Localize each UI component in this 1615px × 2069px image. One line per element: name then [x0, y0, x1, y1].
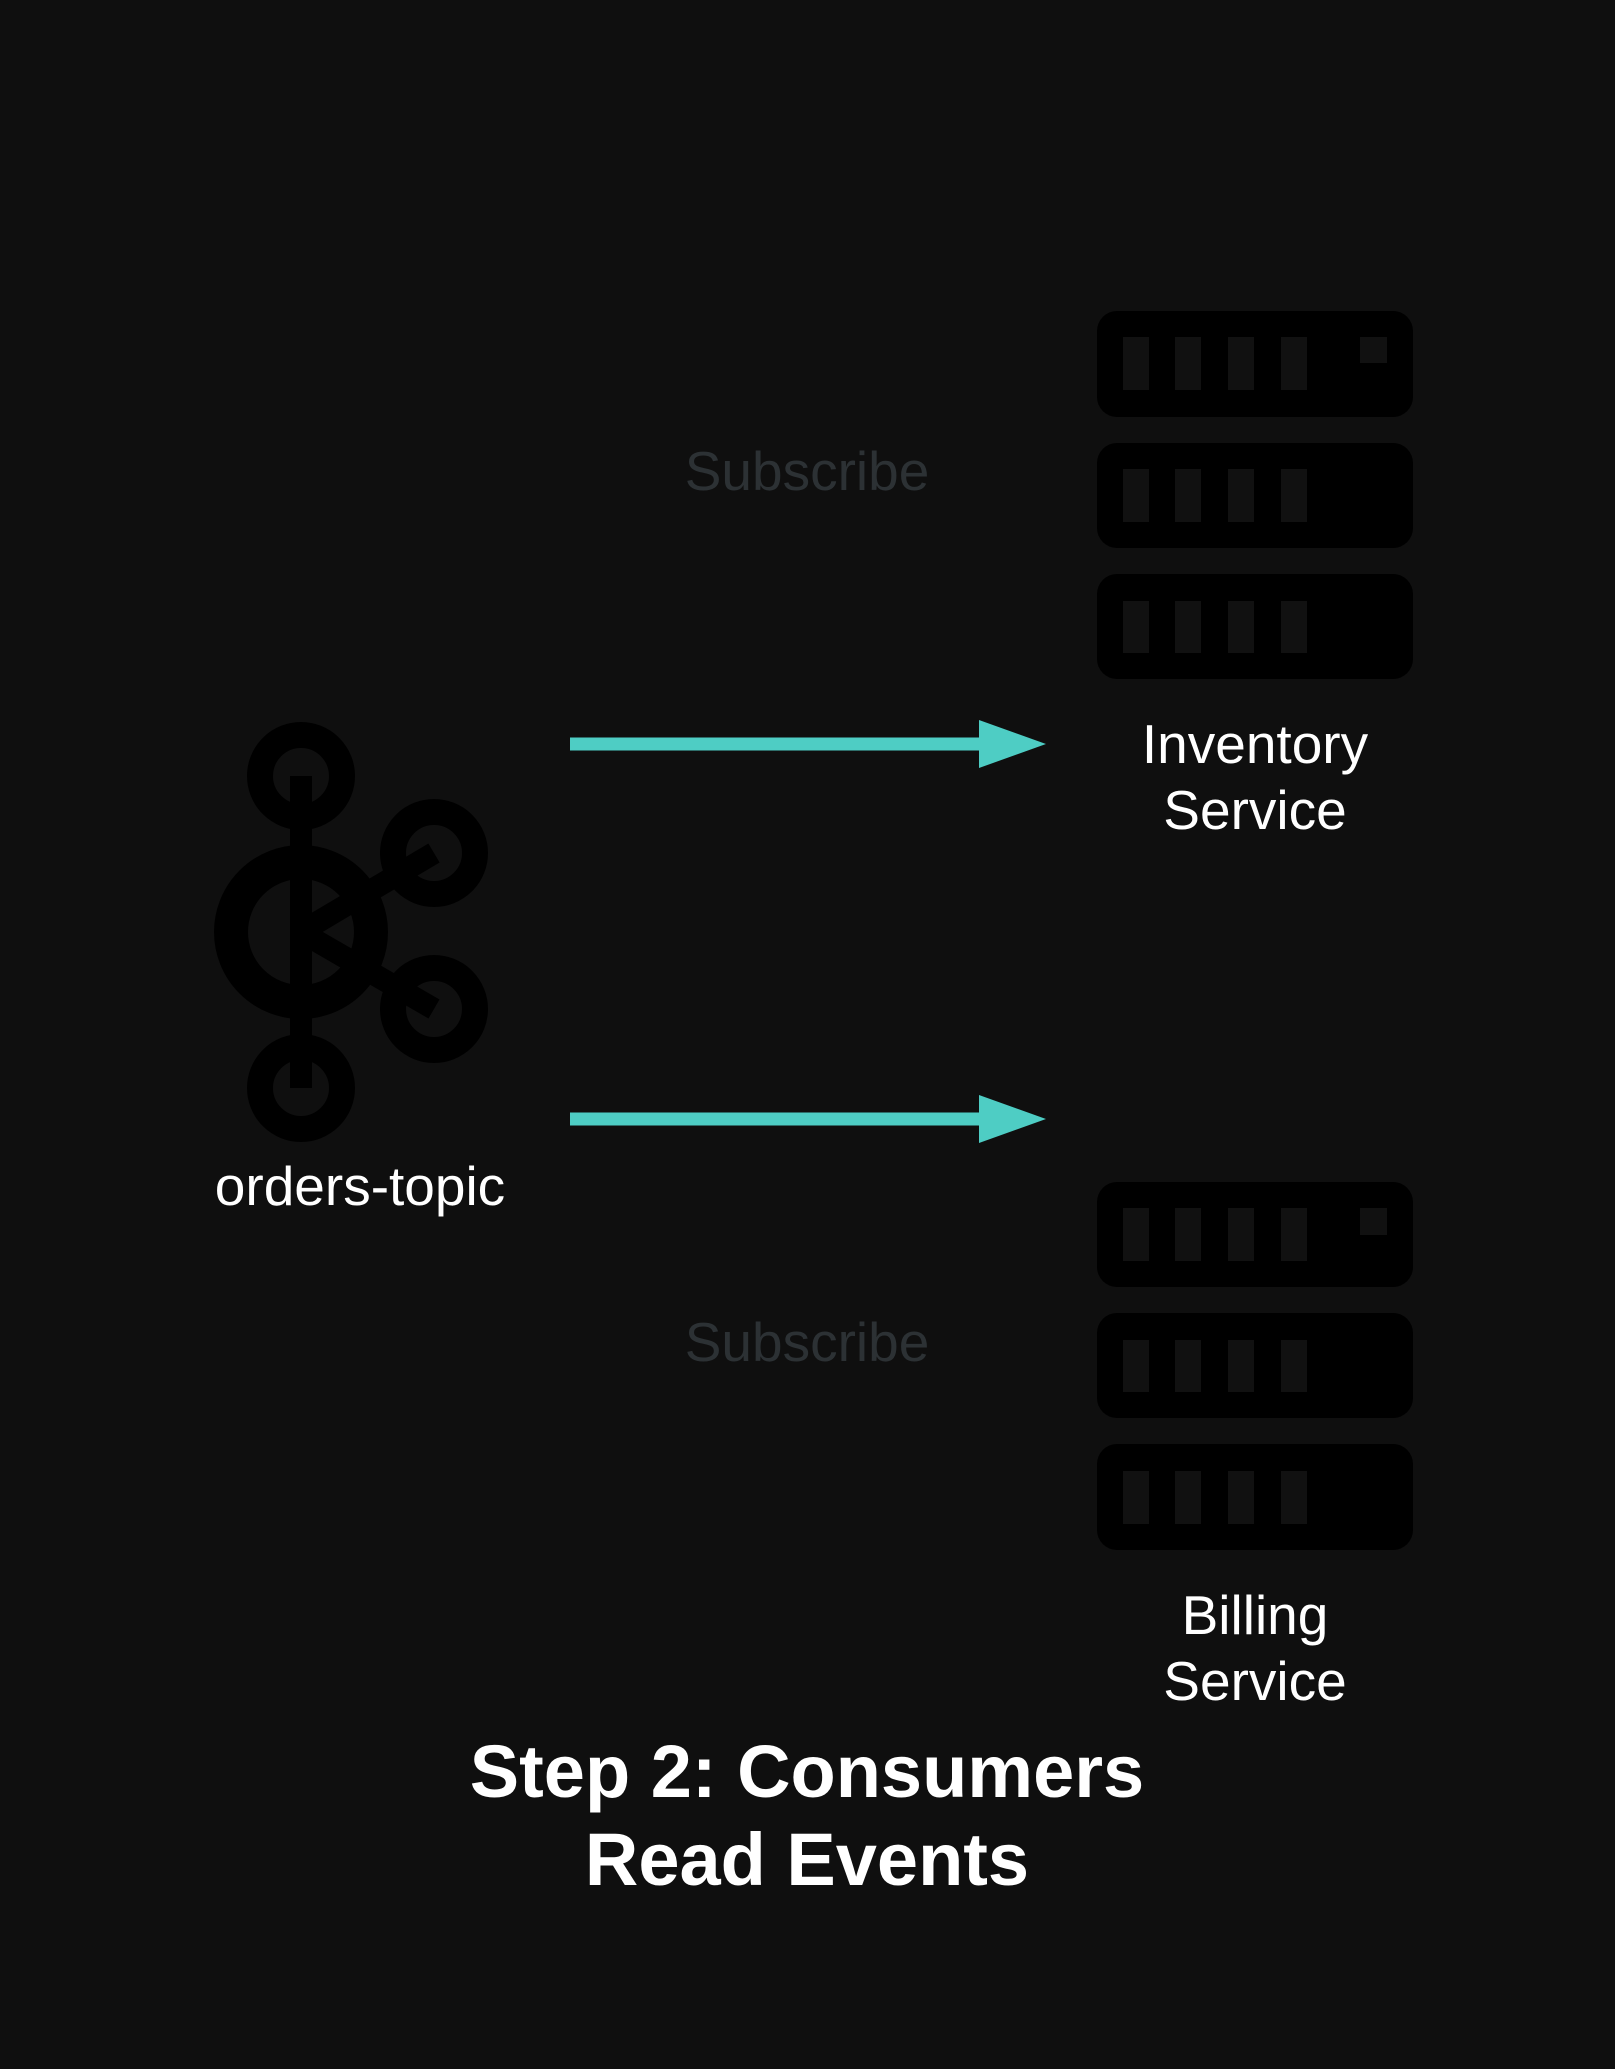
- billing-label-line2: Service: [1163, 1650, 1347, 1712]
- inventory-service-label: Inventory Service: [1055, 711, 1455, 843]
- arrow-to-inventory: [570, 720, 1046, 768]
- edge-label-subscribe-inventory: Subscribe: [684, 440, 930, 502]
- inventory-label-line1: Inventory: [1141, 713, 1369, 775]
- kafka-topic-icon: [214, 722, 488, 1142]
- edge-label-subscribe-billing: Subscribe: [684, 1311, 930, 1373]
- title-line1: Step 2: Consumers: [469, 1730, 1145, 1813]
- billing-server-icon: [1097, 1182, 1413, 1550]
- inventory-label-line2: Service: [1163, 779, 1347, 841]
- arrow-to-billing: [570, 1095, 1046, 1143]
- billing-label-line1: Billing: [1181, 1584, 1329, 1646]
- diagram-title: Step 2: Consumers Read Events: [307, 1728, 1307, 1904]
- title-line2: Read Events: [584, 1818, 1030, 1901]
- topic-label: orders-topic: [214, 1155, 506, 1217]
- inventory-server-icon: [1097, 311, 1413, 679]
- billing-service-label: Billing Service: [1055, 1582, 1455, 1714]
